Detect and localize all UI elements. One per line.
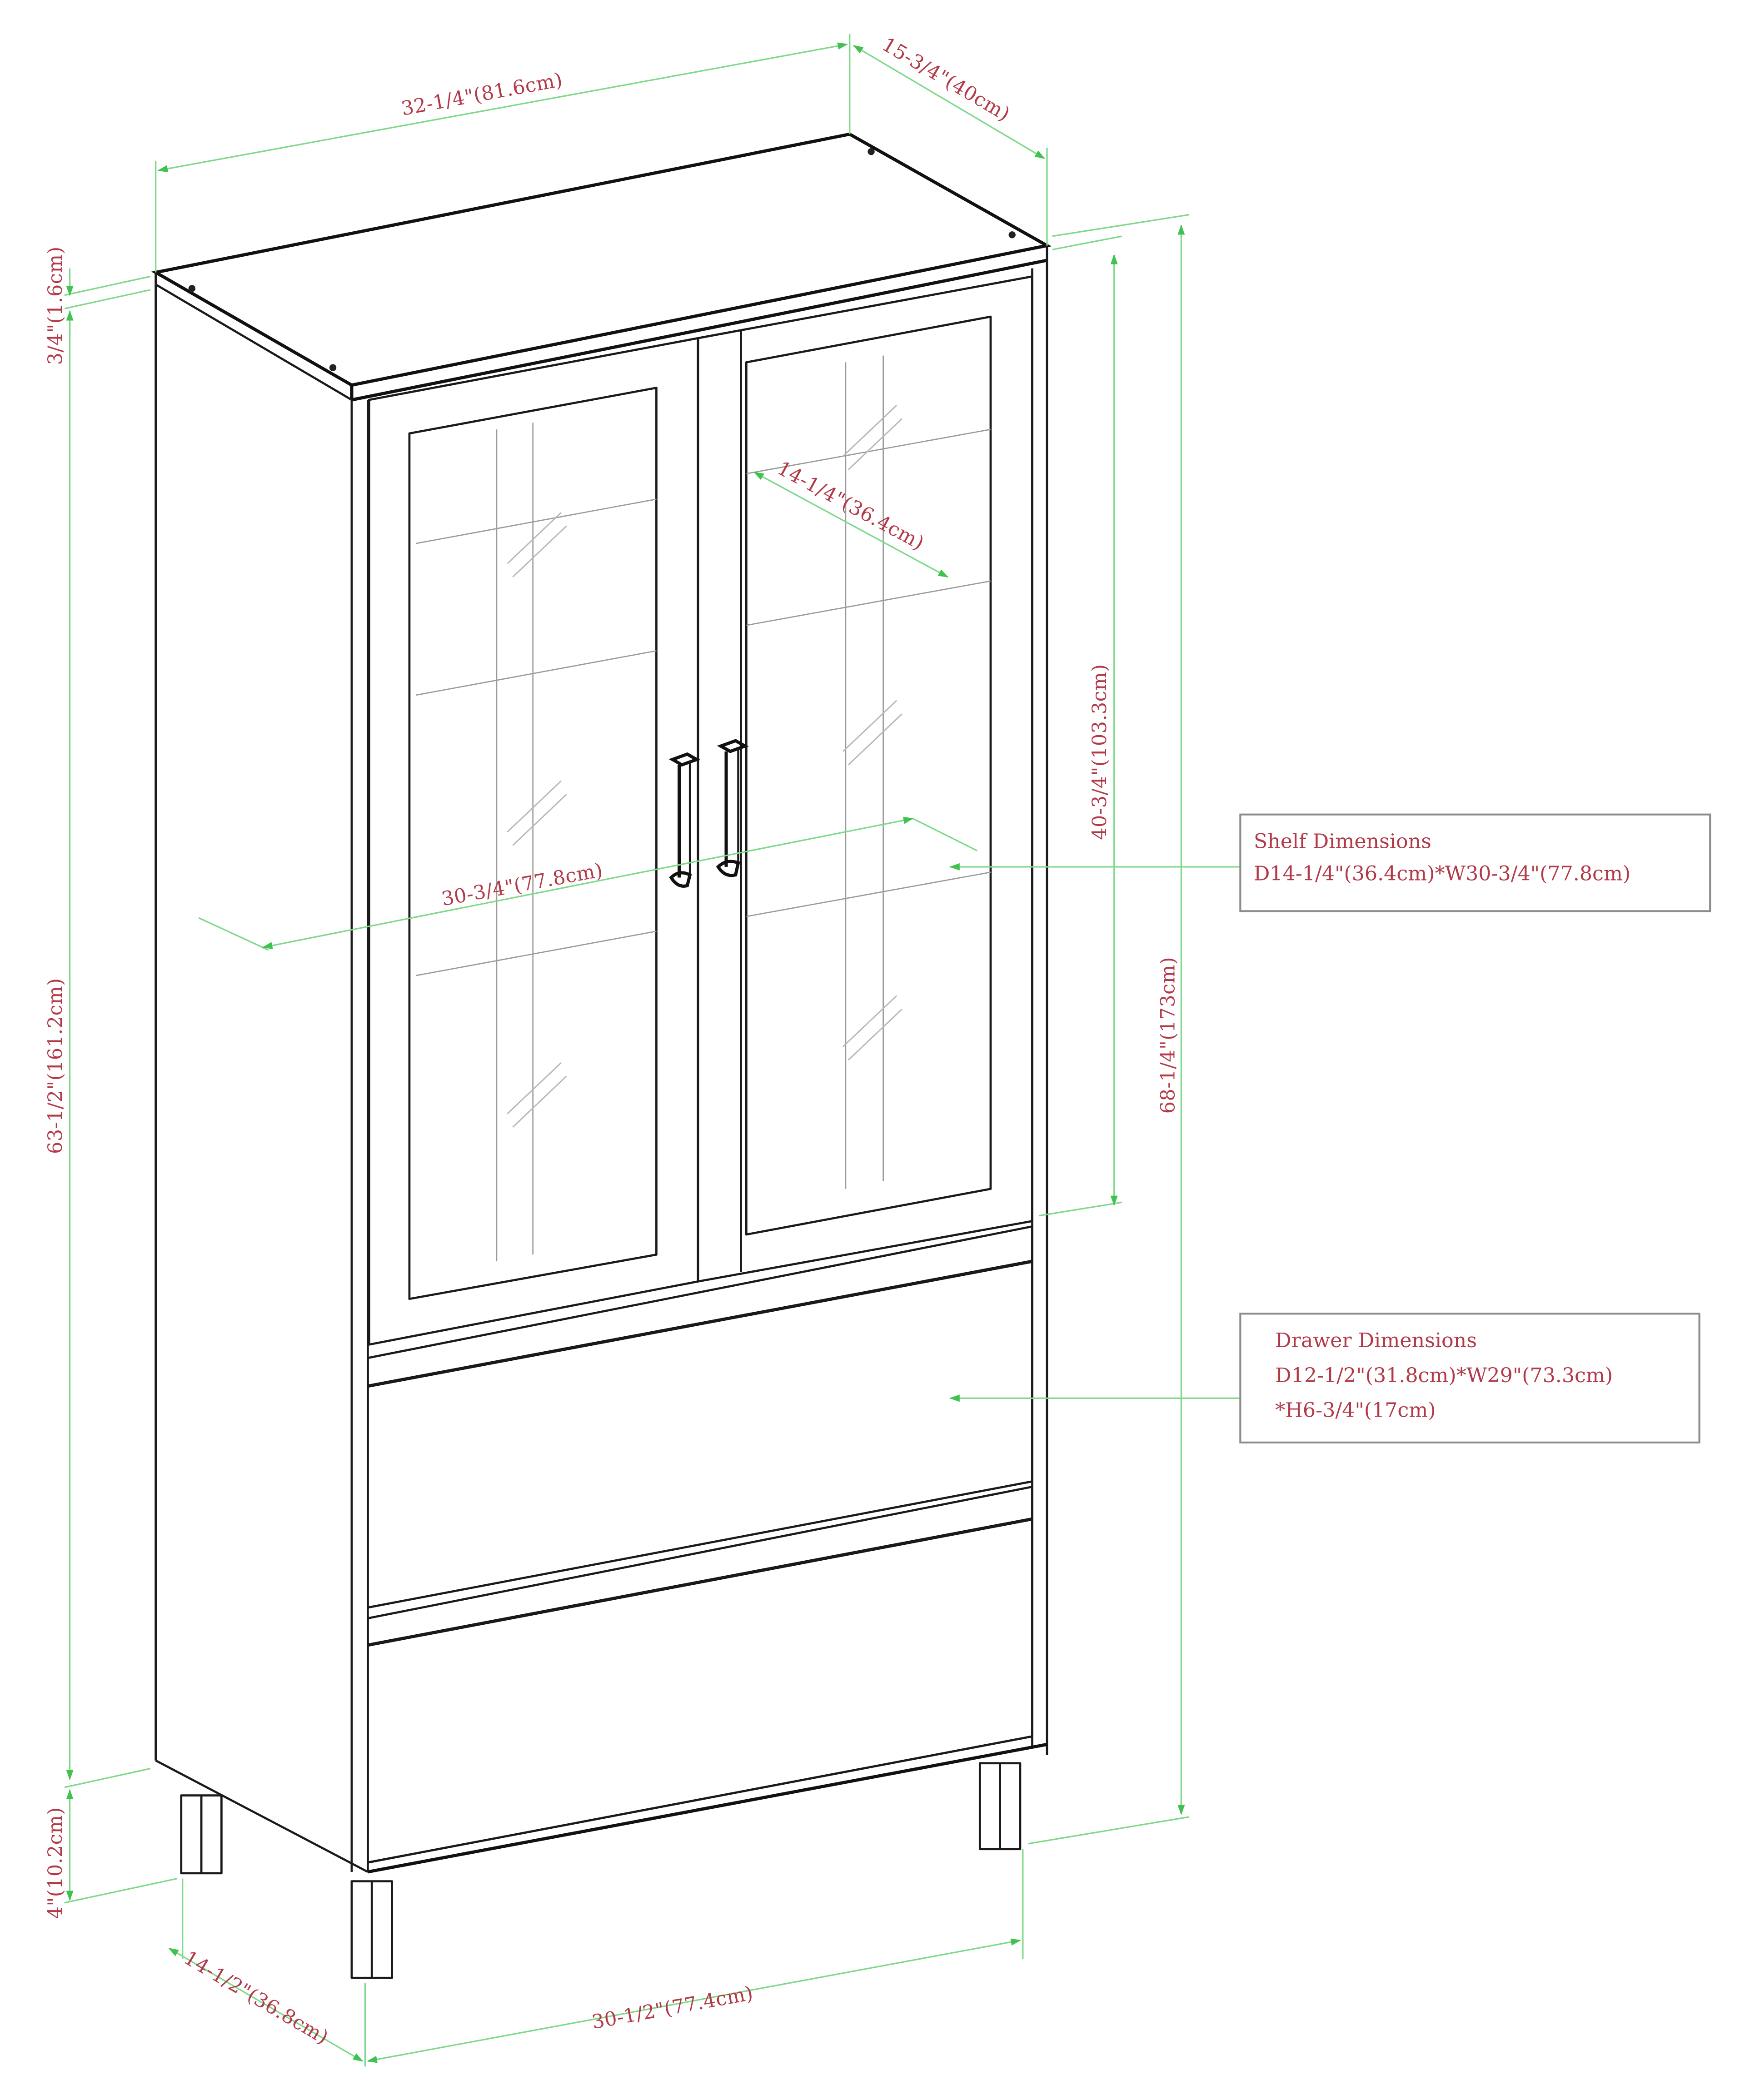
lower-drawer[interactable]	[366, 1485, 1033, 1864]
drawer-callout-title: Drawer Dimensions	[1275, 1329, 1477, 1352]
left-glass-door[interactable]	[368, 337, 699, 1346]
top-depth-label: 15-3/4"(40cm)	[878, 33, 1014, 126]
shelf-dimensions-callout: Shelf Dimensions D14-1/4"(36.4cm)*W30-3/…	[1239, 813, 1711, 912]
top-screw-dot	[868, 148, 875, 155]
base-width-label: 30-1/2"(77.4cm)	[590, 1982, 755, 2034]
right-glass-door[interactable]	[697, 275, 1033, 1283]
drawer-callout-height: *H6-3/4"(17cm)	[1275, 1399, 1436, 1422]
glass-section-height-label: 40-3/4"(103.3cm)	[1088, 664, 1111, 840]
side-panel	[155, 284, 369, 1873]
drawer-dimensions-callout: Drawer Dimensions D12-1/2"(31.8cm)*W29"(…	[1239, 1313, 1700, 1443]
front-frame	[367, 260, 1048, 1874]
base-depth-label: 14-1/2"(36.8cm)	[180, 1946, 332, 2049]
upper-drawer[interactable]	[366, 1225, 1033, 1609]
top-panel	[151, 132, 1052, 402]
top-width-label: 32-1/4"(81.6cm)	[399, 69, 564, 120]
top-thickness-label: 3/4"(1.6cm)	[44, 246, 67, 365]
body-height-label: 63-1/2"(161.2cm)	[44, 978, 67, 1154]
dimension-labels: 32-1/4"(81.6cm) 15-3/4"(40cm) 3/4"(1.6cm…	[44, 33, 1180, 2049]
leg-back-left	[180, 1794, 223, 1875]
leg-height-label: 4"(10.2cm)	[44, 1807, 67, 1919]
top-screw-dot	[329, 364, 337, 371]
cabinet	[151, 132, 1052, 1979]
leg-front-right	[978, 1762, 1022, 1851]
legs	[180, 1762, 1022, 1979]
drawer-callout-dimensions: D12-1/2"(31.8cm)*W29"(73.3cm)	[1275, 1364, 1613, 1387]
top-screw-dot	[1008, 231, 1016, 239]
shelf-callout-dimensions: D14-1/4"(36.4cm)*W30-3/4"(77.8cm)	[1254, 862, 1630, 885]
top-screw-dot	[188, 285, 196, 292]
inner-shelf-depth-label: 14-1/4"(36.4cm)	[773, 457, 928, 555]
leg-front-left	[350, 1880, 393, 1979]
shelf-callout-title: Shelf Dimensions	[1254, 830, 1431, 853]
inner-shelf-width-label: 30-3/4"(77.8cm)	[440, 859, 605, 911]
overall-height-label: 68-1/4"(173cm)	[1157, 957, 1180, 1114]
dimension-lines	[64, 33, 1241, 2067]
